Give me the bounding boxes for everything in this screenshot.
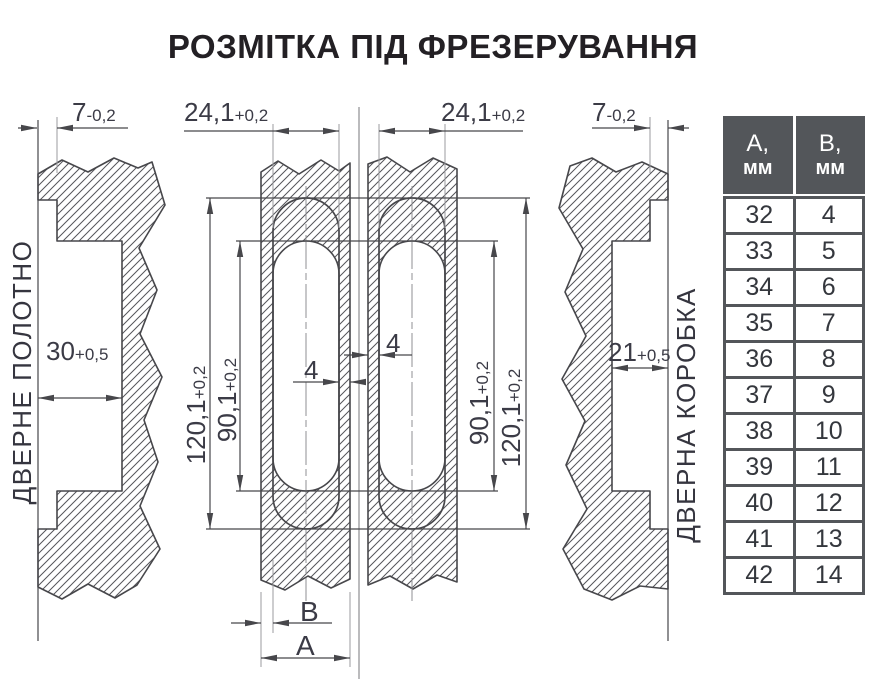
dim-lip-right: 7-0,2 (592, 97, 636, 127)
dim-lip-left: 7-0,2 (72, 97, 116, 127)
dim-wall-left: 4 (304, 355, 318, 385)
door-leaf-label: ДВЕРНЕ ПОЛОТНО (7, 240, 37, 505)
table-cell-a: 32 (726, 199, 793, 232)
table-cell-b: 10 (795, 415, 862, 448)
dim-leaf-depth: 30+0,5 (46, 336, 108, 366)
table-cell-a: 40 (726, 487, 793, 520)
dim-outer-length-right: 120,1+0,2 (496, 369, 526, 468)
table-cell-b: 4 (795, 199, 862, 232)
table-cell-b: 11 (795, 451, 862, 484)
table-cell-a: 33 (726, 235, 793, 268)
table-header-a: А, мм (723, 116, 793, 194)
page-title: РОЗМІТКА ПІД ФРЕЗЕРУВАННЯ (168, 28, 698, 65)
table-cell-b: 6 (795, 271, 862, 304)
table-cell-b: 14 (795, 559, 862, 592)
table-header-row: А, мм В, мм (723, 116, 865, 194)
table-cell-b: 7 (795, 307, 862, 340)
table-cell-a: 41 (726, 523, 793, 556)
table-cell-a: 38 (726, 415, 793, 448)
table-cell-a: 36 (726, 343, 793, 376)
dim-frame-depth: 21+0,5 (608, 337, 670, 367)
dim-width-left: 24,1+0,2 (184, 97, 268, 127)
table-cell-a: 39 (726, 451, 793, 484)
dim-inner-length-right: 90,1+0,2 (464, 361, 494, 445)
table-cell-a: 42 (726, 559, 793, 592)
table-cell-b: 13 (795, 523, 862, 556)
dim-a-letter: А (296, 630, 315, 661)
door-leaf-section (37, 157, 166, 600)
dim-b-letter: В (300, 596, 319, 627)
table-cell-b: 12 (795, 487, 862, 520)
table-header-b: В, мм (795, 116, 865, 194)
table-cell-b: 5 (795, 235, 862, 268)
dim-width-right: 24,1+0,2 (441, 97, 525, 127)
door-frame-section (558, 157, 669, 601)
dim-wall-right: 4 (386, 328, 400, 358)
door-frame-label: ДВЕРНА КОРОБКА (671, 287, 701, 543)
table-cell-b: 9 (795, 379, 862, 412)
dim-outer-length-left: 120,1+0,2 (181, 366, 211, 465)
table-cell-a: 34 (726, 271, 793, 304)
ab-dimension-table: А, мм В, мм 32 4 33 5 34 6 35 7 36 8 37 … (723, 116, 865, 595)
table-body: 32 4 33 5 34 6 35 7 36 8 37 9 38 10 39 1… (723, 196, 865, 595)
dim-inner-length-left: 90,1+0,2 (212, 358, 242, 442)
table-cell-a: 35 (726, 307, 793, 340)
table-cell-b: 8 (795, 343, 862, 376)
table-cell-a: 37 (726, 379, 793, 412)
